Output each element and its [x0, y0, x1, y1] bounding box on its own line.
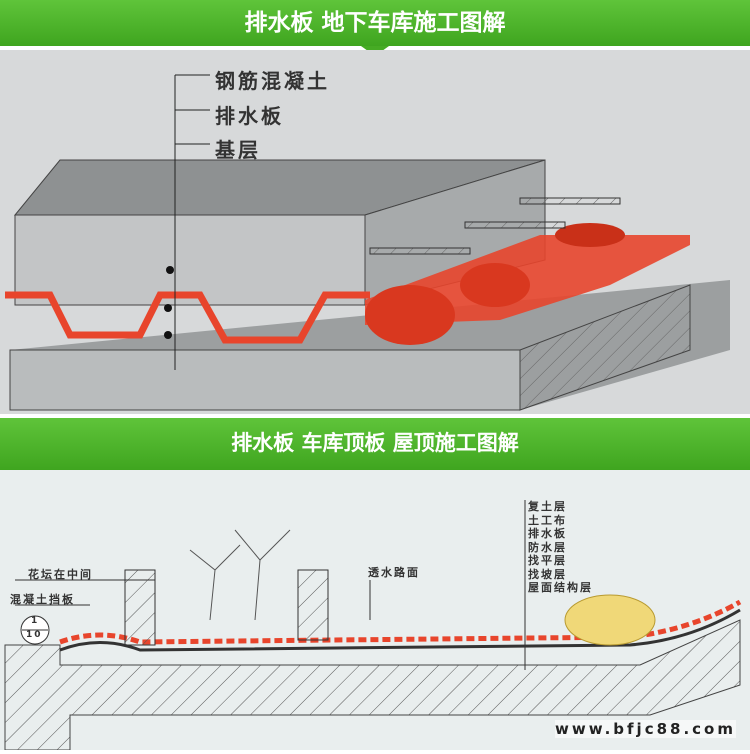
- layer-item: 屋面结构层: [528, 581, 593, 594]
- label-permeable-road: 透水路面: [368, 566, 420, 579]
- section-title: 排水板 车库顶板 屋顶施工图解: [0, 418, 750, 470]
- basement-illustration: [5, 74, 730, 411]
- layer-list: 复土层 土工布 排水板 防水层 找平层 找坡层 屋面结构层: [528, 500, 593, 595]
- slope-numerator: 1: [31, 616, 40, 626]
- label-reinforced-concrete: 钢筋混凝土: [215, 69, 330, 93]
- label-retaining-board: 混凝土挡板: [10, 593, 75, 606]
- layer-item: 土工布: [528, 513, 567, 527]
- label-base-layer: 基层: [215, 138, 261, 162]
- basement-diagram: 钢筋混凝土 排水板 基层: [0, 50, 750, 414]
- header-title: 排水板 地下车库施工图解: [0, 0, 750, 46]
- roof-illustration: [4, 500, 742, 751]
- label-flower-bed: 花坛在中间: [28, 568, 93, 581]
- layer-item: 复土层: [528, 500, 567, 513]
- layer-item: 找坡层: [528, 567, 567, 581]
- roof-diagram: 花坛在中间 混凝土挡板 1 10 透水路面 复土层 土工布 排水板 防水层 找平…: [0, 470, 750, 751]
- slope-denominator: 10: [26, 630, 43, 640]
- watermark: www.bfjc88.com: [554, 720, 736, 738]
- layer-item: 找平层: [528, 554, 567, 567]
- layer-item: 防水层: [528, 540, 567, 554]
- label-drain-board: 排水板: [215, 104, 284, 128]
- layer-item: 排水板: [528, 527, 567, 540]
